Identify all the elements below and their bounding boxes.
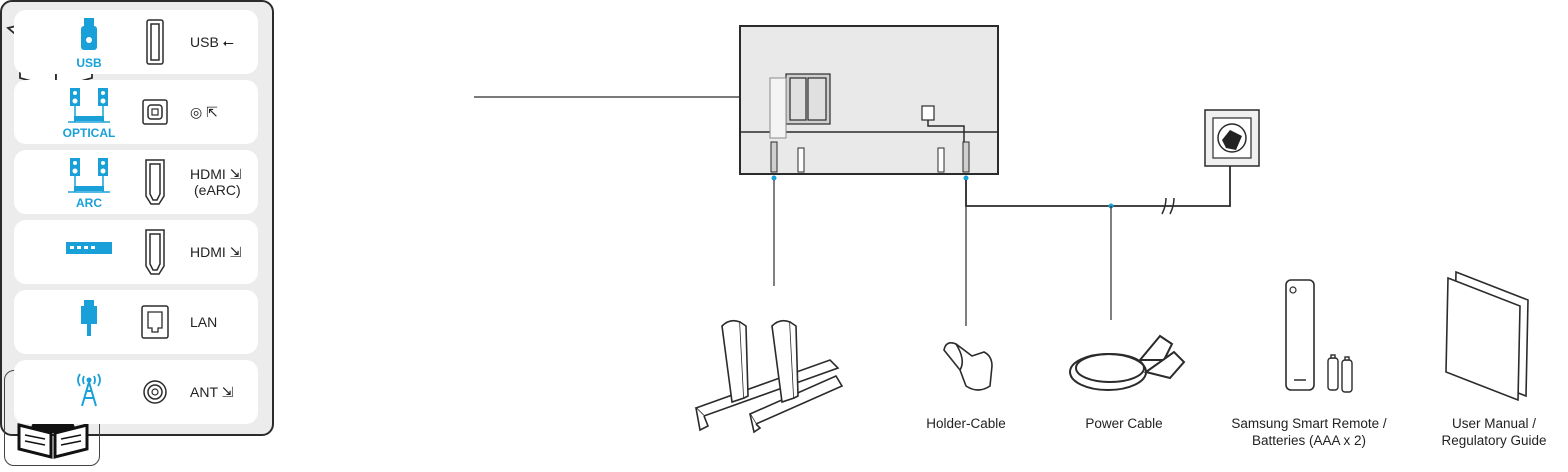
port-row-lan: LAN [14,290,258,354]
batteries-icon [1327,354,1353,393]
speaker-system-icon [68,158,110,193]
power-cable-label: Power Cable [1085,416,1163,431]
power-cable-icon [1069,334,1186,391]
device-label: ARC [76,196,102,210]
hdmi-port-icon [145,159,165,205]
port-row-antenna: ANT ⇲ [14,360,258,424]
lan-port-icon [141,305,169,339]
port-label: ◎ ⇱ [190,104,218,120]
port-row-hdmi: HDMI ⇲ [14,220,258,284]
hdmi-port-icon [145,229,165,275]
coax-port-icon [143,380,167,404]
wall-outlet-icon [1204,109,1260,167]
port-panel: USB USB ⭠ OPTICAL ◎ ⇱ [0,0,274,436]
holder-cable-label: Holder-Cable [926,416,1006,431]
port-row-arc: ARC HDMI ⇲ (eARC) [14,150,258,214]
port-label: LAN [190,314,218,330]
port-label: HDMI ⇲ (eARC) [190,166,242,198]
port-label: ANT ⇲ [190,384,234,400]
user-manual-label: User Manual / Regulatory Guide [1441,416,1547,448]
stand-icon [694,319,844,434]
speaker-system-icon [68,88,110,123]
user-manual-icon [1445,270,1529,402]
remote-batteries-label: Samsung Smart Remote / Batteries (AAA x … [1231,416,1387,448]
usb-port-icon [146,19,164,65]
device-label: USB [76,56,102,70]
device-label: OPTICAL [62,126,116,140]
port-row-usb: USB USB ⭠ [14,10,258,74]
tv-back [739,25,999,181]
port-row-optical: OPTICAL ◎ ⇱ [14,80,258,144]
remote-icon [1285,279,1315,391]
port-label: USB ⭠ [190,34,234,50]
set-top-box-icon [66,242,112,254]
antenna-icon [77,373,101,407]
port-label: HDMI ⇲ [190,244,242,260]
usb-drive-icon [81,18,97,50]
optical-port-icon [142,99,168,125]
lan-plug-icon [81,300,97,336]
holder-cable-icon [943,342,993,391]
